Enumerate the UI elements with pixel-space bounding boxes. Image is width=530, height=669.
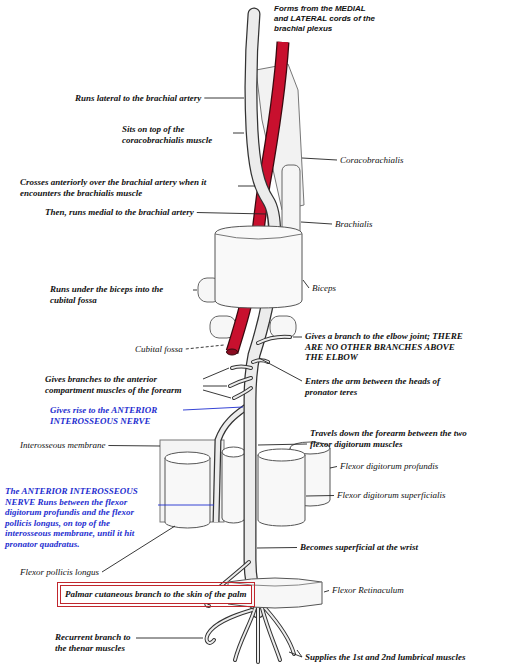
leader-line xyxy=(238,186,255,187)
callout-label: Enters the arm between the heads of pron… xyxy=(305,376,470,397)
leader-line xyxy=(306,495,334,497)
callout-label: Flexor pollicis longus xyxy=(20,567,99,578)
callout-label: Gives rise to the ANTERIOR INTEROSSEOUS … xyxy=(50,405,180,426)
callout-label: Crosses anteriorly over the brachial art… xyxy=(20,177,235,198)
callout-box: Palmar cutaneous branch to the skin of t… xyxy=(60,585,252,604)
leader-line xyxy=(158,505,214,506)
callout-label: Biceps xyxy=(312,283,336,294)
leader-line xyxy=(301,222,332,224)
leader-line xyxy=(197,213,266,215)
callout-label: The ANTERIOR INTEROSSEOUS NERVE Runs bet… xyxy=(5,486,155,549)
callout-label: Runs lateral to the brachial artery xyxy=(75,93,201,104)
leader-line xyxy=(193,290,197,291)
leader-line xyxy=(302,158,337,160)
leader-line xyxy=(297,650,302,657)
leader-line xyxy=(203,390,231,398)
leader-line xyxy=(330,467,337,469)
callout-label: Cubital fossa xyxy=(135,344,183,355)
leader-line xyxy=(183,407,243,410)
leader-line xyxy=(203,368,229,379)
callout-label: Flexor digitorum superficialis xyxy=(337,490,446,501)
callout-label: Runs under the biceps into the cubital f… xyxy=(50,284,190,305)
callout-label: Flexor digitorum profundis xyxy=(340,461,438,472)
callout-label: Gives a branch to the elbow joint; THERE… xyxy=(305,331,465,363)
leader-line xyxy=(108,445,160,447)
leader-line xyxy=(203,386,227,387)
leader-line xyxy=(204,98,244,99)
callout-label: Recurrent branch to the thenar muscles xyxy=(55,632,133,653)
callout-label: Travels down the forearm between the two… xyxy=(310,428,475,449)
callout-label: Brachialis xyxy=(335,219,373,230)
leader-line xyxy=(324,591,329,593)
leader-line xyxy=(259,358,302,381)
callout-label: Gives branches to the anterior compartme… xyxy=(45,374,200,395)
leader-line xyxy=(186,345,224,349)
leader-line xyxy=(233,133,244,134)
callout-label: Then, runs medial to the brachial artery xyxy=(45,207,194,218)
callout-label: Supplies the 1st and 2nd lumbrical muscl… xyxy=(305,652,505,663)
callout-label: Coracobrachialis xyxy=(340,155,404,166)
leader-line xyxy=(258,444,307,445)
callout-label: Sits on top of the coracobrachialis musc… xyxy=(122,124,230,145)
callout-label: Interosseous membrane xyxy=(20,440,105,451)
callout-label: Becomes superficial at the wrist xyxy=(300,542,418,553)
callout-label: Flexor Retinaculum xyxy=(332,585,404,596)
leader-line xyxy=(303,280,309,288)
leader-line xyxy=(293,337,302,338)
box-text: Palmar cutaneous branch to the skin of t… xyxy=(65,589,247,600)
leader-line xyxy=(257,547,297,549)
leader-line xyxy=(136,638,203,639)
callout-label: Forms from the MEDIAL and LATERAL cords … xyxy=(274,4,380,34)
